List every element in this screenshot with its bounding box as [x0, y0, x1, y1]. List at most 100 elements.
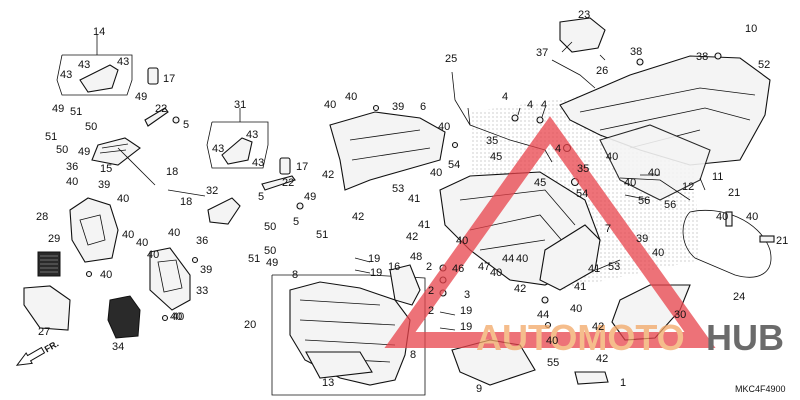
part-label-42: 42: [592, 321, 604, 333]
part-label-41: 41: [574, 281, 586, 293]
part-label-22: 22: [282, 177, 294, 189]
part-label-40: 40: [168, 227, 180, 239]
bracket-31: [221, 137, 253, 165]
part-label-40: 40: [490, 267, 502, 279]
part-label-1: 1: [620, 377, 626, 389]
part-label-19: 19: [368, 253, 380, 265]
part-label-50: 50: [264, 245, 276, 257]
part-label-45: 45: [534, 177, 546, 189]
part-label-46: 46: [452, 263, 464, 275]
part-label-40: 40: [652, 247, 664, 259]
part-label-41: 41: [588, 263, 600, 275]
part-label-42: 42: [322, 169, 334, 181]
part-label-51: 51: [248, 253, 260, 265]
part-label-14: 14: [93, 26, 105, 38]
part-label-52: 52: [758, 59, 770, 71]
part-label-23: 23: [578, 9, 590, 21]
part-label-5: 5: [183, 119, 189, 131]
plate-17b: [279, 157, 291, 175]
part-label-8: 8: [410, 349, 416, 361]
part-label-42: 42: [596, 353, 608, 365]
part-label-39: 39: [200, 264, 212, 276]
part-label-43: 43: [78, 59, 90, 71]
part-label-40: 40: [456, 235, 468, 247]
part-label-47: 47: [478, 261, 490, 273]
part-label-40: 40: [122, 229, 134, 241]
part-label-56: 56: [638, 195, 650, 207]
stay-28: [69, 197, 119, 263]
part-label-39: 39: [636, 233, 648, 245]
part-label-4: 4: [527, 99, 533, 111]
part-label-18: 18: [180, 196, 192, 208]
part-label-26: 26: [596, 65, 608, 77]
part-label-40: 40: [170, 311, 182, 323]
part-label-53: 53: [608, 261, 620, 273]
part-label-17: 17: [163, 73, 175, 85]
bolt-5a: [172, 116, 180, 124]
part-label-31: 31: [234, 99, 246, 111]
inner-panel-6: [329, 111, 446, 191]
part-label-56: 56: [664, 199, 676, 211]
part-label-44: 44: [537, 309, 549, 321]
part-label-37: 37: [536, 47, 548, 59]
part-label-55: 55: [547, 357, 559, 369]
part-label-40: 40: [624, 177, 636, 189]
part-label-10: 10: [745, 23, 757, 35]
part-label-40: 40: [746, 211, 758, 223]
part-label-2: 2: [428, 285, 434, 297]
part-label-40: 40: [345, 91, 357, 103]
part-label-51: 51: [45, 131, 57, 143]
part-label-24: 24: [733, 291, 745, 303]
watermark-word1: AUTOMOTO: [476, 317, 685, 358]
group-14-outline: [56, 54, 133, 96]
part-label-4: 4: [555, 143, 561, 155]
part-label-49: 49: [135, 91, 147, 103]
wire-25: [451, 71, 553, 163]
part-label-22: 22: [155, 103, 167, 115]
part-label-41: 41: [408, 193, 420, 205]
part-label-36: 36: [196, 235, 208, 247]
rod-22b: [261, 175, 296, 191]
part-label-40: 40: [648, 167, 660, 179]
part-label-53: 53: [392, 183, 404, 195]
part-label-32: 32: [206, 185, 218, 197]
module-23: [559, 17, 606, 53]
part-label-40: 40: [147, 249, 159, 261]
group-31-outline: [206, 121, 269, 169]
panel-27: [23, 285, 71, 331]
part-label-40: 40: [324, 99, 336, 111]
part-label-5: 5: [258, 191, 264, 203]
part-label-40: 40: [570, 303, 582, 315]
part-label-49: 49: [52, 103, 64, 115]
part-label-44: 44: [502, 253, 514, 265]
part-label-48: 48: [410, 251, 422, 263]
pad-13: [305, 351, 373, 379]
part-label-9: 9: [476, 383, 482, 395]
bracket-14: [79, 64, 119, 93]
part-label-40: 40: [66, 176, 78, 188]
front-arrow: FR.: [15, 338, 61, 366]
grille-34: [107, 295, 141, 339]
svg-text:FR.: FR.: [43, 338, 61, 354]
part-label-8: 8: [292, 269, 298, 281]
part-label-43: 43: [60, 69, 72, 81]
part-label-49: 49: [78, 146, 90, 158]
watermark-word2: HUB: [706, 317, 784, 358]
part-label-5: 5: [293, 216, 299, 228]
part-label-49: 49: [266, 257, 278, 269]
part-label-38: 38: [696, 51, 708, 63]
clip-21a: [725, 211, 733, 227]
part-label-40: 40: [546, 335, 558, 347]
wire-26: [551, 59, 596, 89]
part-label-51: 51: [316, 229, 328, 241]
bracket-16: [389, 264, 421, 306]
part-label-40: 40: [100, 269, 112, 281]
part-label-2: 2: [428, 305, 434, 317]
part-label-42: 42: [352, 211, 364, 223]
watermark: AUTOMOTO HUB: [384, 116, 784, 358]
part-label-42: 42: [514, 283, 526, 295]
part-label-19: 19: [460, 321, 472, 333]
part-label-49: 49: [304, 191, 316, 203]
part-label-40: 40: [430, 167, 442, 179]
